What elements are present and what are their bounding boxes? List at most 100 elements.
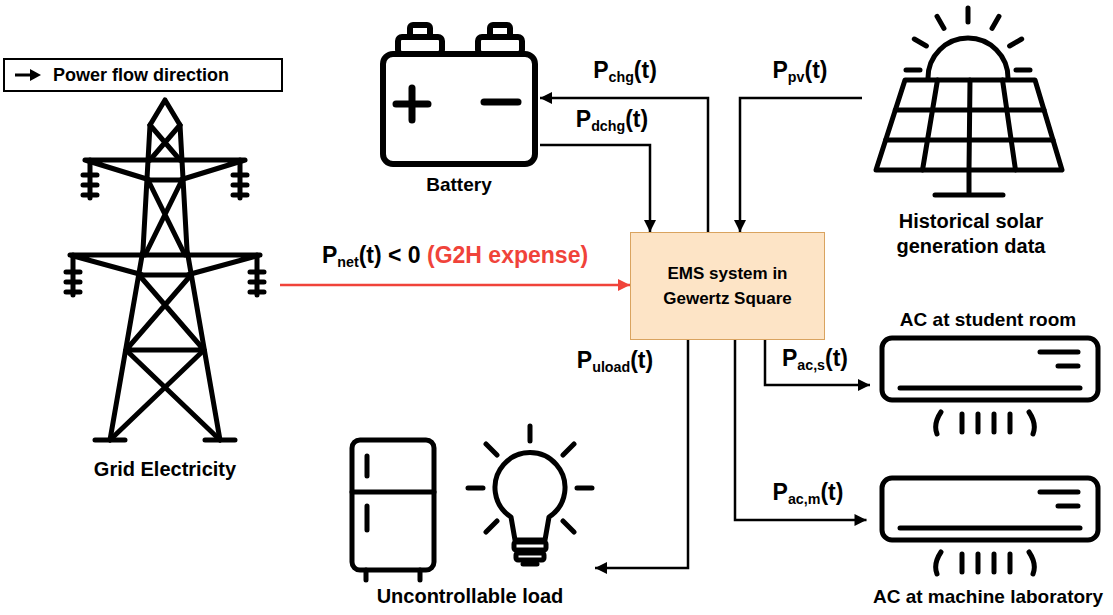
subscript: dchg — [591, 118, 625, 134]
power-flow-arrow — [765, 340, 870, 385]
air-conditioner-icon — [900, 386, 1080, 391]
power-flow-arrow — [540, 145, 650, 232]
icon-node: Uncontrollable load — [345, 395, 595, 612]
symbol-letter: P — [773, 57, 788, 83]
symbol-letter: P — [577, 347, 592, 373]
air-conditioner-icon — [962, 554, 1010, 572]
air-conditioner-icon — [900, 526, 1080, 531]
text-stack: Grid Electricity — [50, 95, 280, 485]
solar-panel-icon — [928, 38, 1008, 78]
symbol-letter: P — [576, 106, 591, 132]
solar-panel-icon — [923, 80, 1016, 170]
connectors — [280, 98, 870, 568]
symbol-letter: P — [322, 242, 337, 268]
transmission-tower — [150, 100, 180, 125]
text-stack: EMS system in Gewertz Square — [631, 233, 824, 339]
subscript: ac,m — [788, 491, 820, 507]
node-label: Grid Electricity — [94, 457, 236, 482]
flow-label: Pac,m(t) — [771, 479, 846, 508]
node-label: Battery — [426, 173, 491, 197]
cost-note: (G2H expense) — [421, 242, 588, 268]
transmission-tower — [83, 160, 97, 198]
air-conditioner-icon — [882, 478, 1098, 574]
time-argument: (t) — [625, 106, 648, 132]
legend-label: Power flow direction — [53, 65, 229, 86]
transmission-tower — [126, 275, 204, 350]
flow-label: Ppv(t) — [771, 57, 830, 86]
flow-label: Puload(t) — [575, 347, 655, 376]
power-flow-arrow — [740, 98, 862, 232]
node-label: AC at student room — [900, 308, 1076, 332]
transmission-tower — [70, 255, 260, 275]
text-stack: Battery — [378, 22, 540, 200]
transmission-tower — [110, 350, 220, 440]
node-label: Uncontrollable load — [377, 584, 564, 609]
transmission-tower — [66, 255, 80, 295]
icon-node: AC at machine laboratory — [867, 470, 1110, 612]
air-conditioner-icon — [1040, 492, 1078, 506]
light-bulb-icon — [468, 426, 592, 564]
time-argument: (t) — [805, 57, 828, 83]
subscript: net — [337, 254, 358, 270]
symbol-letter: P — [773, 479, 788, 505]
icon-node: Grid Electricity — [50, 95, 280, 485]
time-argument: (t) — [825, 345, 848, 371]
air-conditioner-icon — [882, 478, 1098, 540]
power-flow-arrow — [540, 98, 708, 232]
legend: Power flow direction — [3, 58, 283, 92]
battery-icon — [396, 88, 428, 120]
icon-node: Battery — [378, 22, 540, 200]
transmission-tower — [66, 100, 264, 440]
node-label: Historical solar generation data — [871, 209, 1071, 259]
air-conditioner-icon — [962, 414, 1010, 432]
subscript: ac,s — [797, 357, 825, 373]
node-label: AC at machine laboratory — [873, 585, 1103, 609]
process-box: EMS system in Gewertz Square — [630, 232, 825, 340]
battery-icon — [383, 54, 535, 164]
transmission-tower — [145, 180, 185, 255]
power-flow-arrow — [280, 284, 630, 287]
text-stack: Uncontrollable load — [345, 395, 595, 612]
air-conditioner-icon — [936, 412, 1035, 434]
subscript: uload — [592, 359, 630, 375]
solar-panel-icon — [876, 8, 1062, 195]
text-stack: AC at student room — [870, 305, 1106, 440]
symbol-letter: P — [593, 57, 608, 83]
light-bulb-icon — [516, 553, 544, 560]
time-argument: (t) — [359, 242, 382, 268]
icon-node: Historical solar generation data — [862, 0, 1080, 262]
fridge-icon — [366, 570, 420, 580]
light-bulb-icon — [468, 426, 592, 532]
light-bulb-icon — [495, 453, 565, 540]
air-conditioner-icon — [1040, 352, 1078, 366]
power-flow-arrow — [735, 340, 867, 520]
icon-node: AC at student room — [870, 305, 1106, 440]
time-argument: (t) — [630, 347, 653, 373]
text-stack: Historical solar generation data — [862, 0, 1080, 262]
light-bulb-icon — [514, 542, 546, 550]
transmission-tower — [85, 160, 245, 180]
transmission-tower — [233, 160, 247, 198]
light-bulb-icon — [523, 562, 537, 567]
subscript: chg — [609, 69, 634, 85]
transmission-tower — [250, 255, 264, 295]
fridge-icon — [352, 440, 434, 570]
battery-icon — [383, 25, 535, 164]
fridge-icon — [352, 490, 434, 495]
air-conditioner-icon — [882, 338, 1098, 400]
legend-arrow — [30, 69, 41, 81]
inequality: < 0 — [382, 242, 421, 268]
time-argument: (t) — [634, 57, 657, 83]
solar-panel-icon — [906, 8, 1030, 70]
legend-entry: Power flow direction — [3, 58, 283, 92]
flow-label: Pnet(t) < 0 (G2H expense) — [320, 242, 590, 271]
air-conditioner-icon — [882, 338, 1098, 434]
transmission-tower — [95, 438, 235, 443]
box-label: EMS system in Gewertz Square — [643, 261, 813, 312]
battery-icon — [484, 99, 518, 106]
solar-panel-icon — [886, 110, 1053, 140]
flow-label: Pchg(t) — [591, 57, 659, 86]
solar-panel-icon — [935, 170, 1003, 195]
